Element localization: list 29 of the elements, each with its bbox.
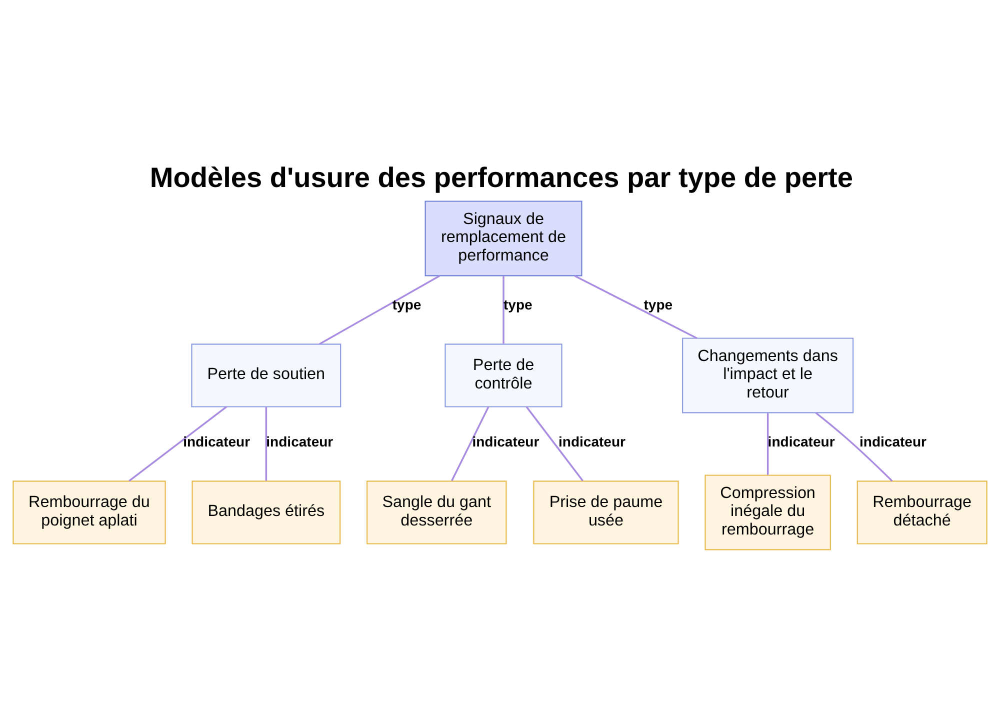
edge-label: indicateur	[266, 434, 334, 450]
edge-label: indicateur	[768, 434, 835, 450]
node-box: Signaux de remplacement de performance	[424, 200, 582, 276]
edge-label: type	[644, 296, 673, 313]
edge-label: type	[504, 296, 532, 313]
connector	[502, 276, 504, 344]
node-box: Rembourrage du poignet aplati	[12, 480, 166, 544]
connector	[766, 413, 769, 475]
node-box: Rembourrage détaché	[856, 480, 988, 544]
connector	[574, 275, 698, 339]
node-box: Bandages étirés	[192, 480, 341, 544]
node-box: Prise de paume usée	[533, 480, 679, 544]
connector	[318, 275, 440, 345]
edge-label: indicateur	[183, 434, 250, 450]
node-box: Perte de contrôle	[444, 344, 562, 408]
diagram-title: Modèles d'usure des performances par type de perte	[150, 162, 853, 193]
edge-label: indicateur	[472, 434, 540, 450]
node-box: Perte de soutien	[191, 344, 342, 408]
edge-label: indicateur	[558, 434, 626, 450]
connector	[128, 406, 227, 482]
connector	[526, 406, 584, 482]
connector	[815, 412, 893, 482]
connector	[451, 406, 490, 482]
node-box: Sangle du gant desserrée	[366, 480, 507, 544]
connector	[265, 406, 268, 481]
edge-label: type	[392, 296, 422, 313]
node-box: Compression inégale du rembourrage	[704, 474, 831, 550]
node-box: Changements dans l'impact et le retour	[682, 338, 854, 414]
edge-label: indicateur	[860, 434, 926, 450]
